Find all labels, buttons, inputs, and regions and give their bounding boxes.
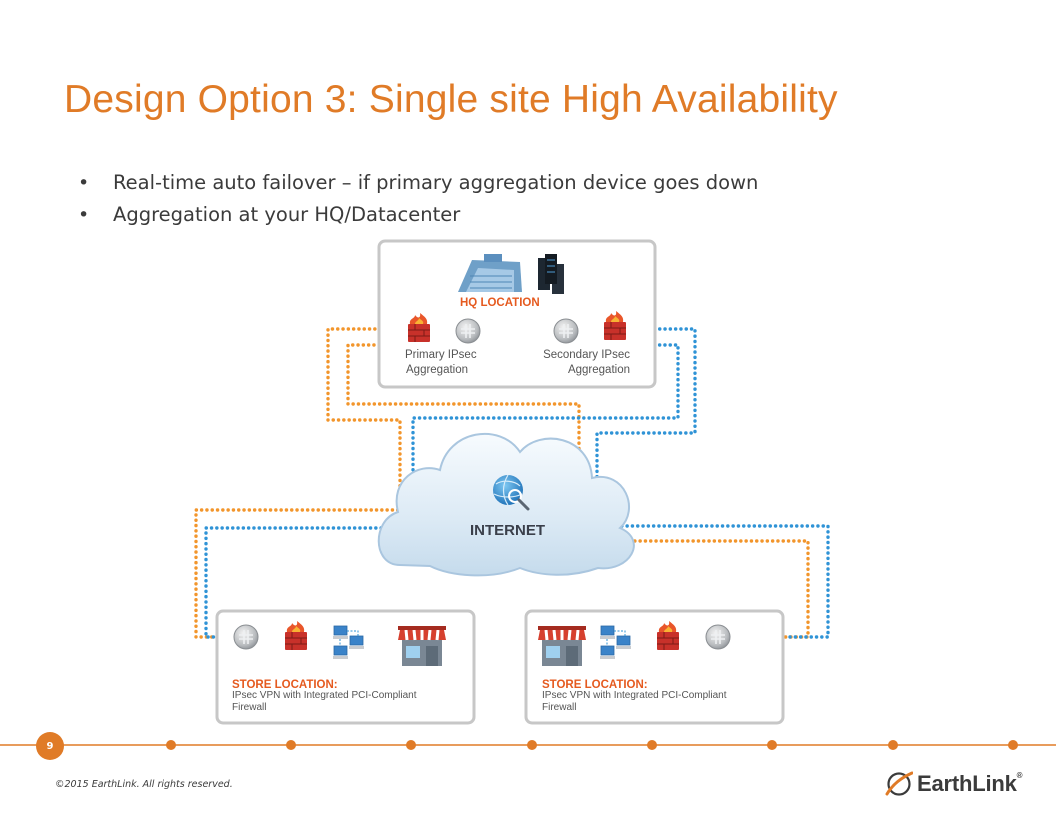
bullet-item: • Aggregation at your HQ/Datacenter [78,199,758,231]
internet-label: INTERNET [470,522,545,539]
secondary-path-hq-right [595,327,830,639]
slide-title: Design Option 3: Single site High Availa… [64,78,838,121]
router-icon [553,318,579,344]
server-rack-icon [538,254,564,294]
store-location-desc: IPsec VPN with Integrated PCI-Compliant [232,690,417,701]
secondary-ipsec-label: Aggregation [568,364,630,376]
bullet-text: Aggregation at your HQ/Datacenter [113,203,461,226]
store-front-icon [396,624,448,668]
timeline-dot [286,740,296,750]
timeline-dot [527,740,537,750]
timeline-dot [767,740,777,750]
store-location-desc: IPsec VPN with Integrated PCI-Compliant [542,690,727,701]
earthlink-logo: EarthLink® [885,770,1023,798]
primary-ipsec-label: Aggregation [406,364,468,376]
earthlink-logo-icon [885,771,913,796]
store-location-desc: Firewall [232,702,266,713]
store-front-icon [536,624,588,668]
building-icon [458,254,522,292]
timeline-dot [166,740,176,750]
timeline-dot [1008,740,1018,750]
bullet-dot: • [78,172,90,194]
bullet-dot: • [78,204,90,226]
bullet-list: • Real-time auto failover – if primary ag… [78,167,758,231]
primary-path-hq-left [194,327,414,639]
bullet-text: Real-time auto failover – if primary agg… [113,171,759,194]
earthlink-logo-text: EarthLink® [917,771,1023,796]
page-number-badge: 9 [36,732,64,760]
bullet-item: • Real-time auto failover – if primary ag… [78,167,758,199]
footer-timeline-dots [166,740,1018,750]
primary-ipsec-label: Primary IPsec [405,349,477,361]
globe-icon [493,474,530,511]
hq-location-title: HQ LOCATION [460,297,540,309]
store-location-desc: Firewall [542,702,576,713]
timeline-dot [406,740,416,750]
router-icon [455,318,481,344]
timeline-dot [888,740,898,750]
router-icon [705,624,731,650]
secondary-ipsec-label: Secondary IPsec [543,349,630,361]
router-icon [233,624,259,650]
store-location-title: STORE LOCATION: [542,679,648,691]
copyright-text: ©2015 EarthLink. All rights reserved. [55,779,233,790]
hq-location-box [377,239,657,389]
timeline-dot [647,740,657,750]
store-location-title: STORE LOCATION: [232,679,338,691]
